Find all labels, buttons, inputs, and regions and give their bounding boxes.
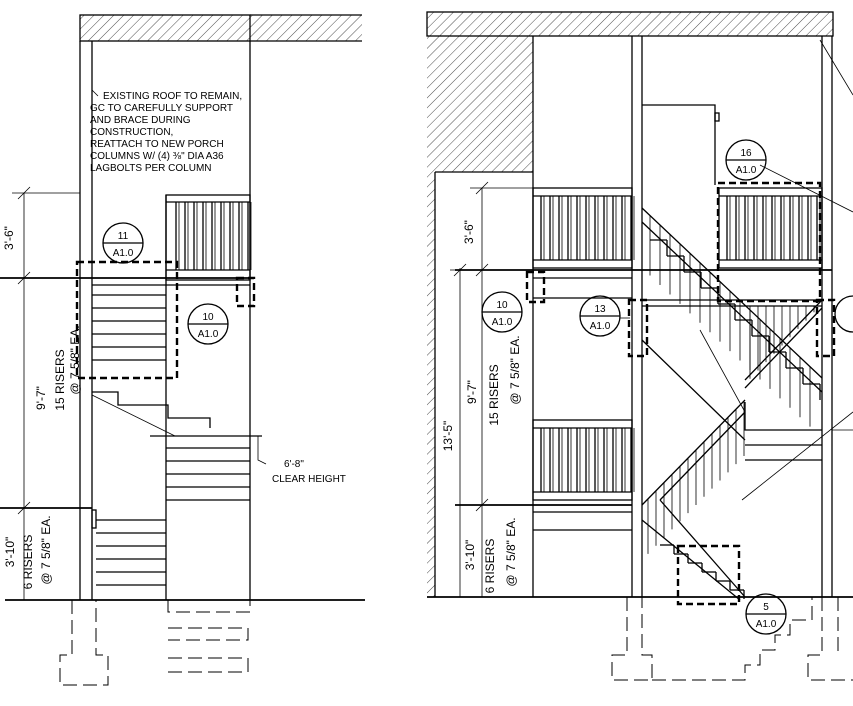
roof-note-line: COLUMNS W/ (4) ⅜" DIA A36 bbox=[90, 151, 224, 162]
left-dim-bottom: 3'-10" bbox=[3, 537, 17, 568]
roof-note-line: GC TO CAREFULLY SUPPORT bbox=[90, 103, 233, 114]
detail-tag-sheet: A1.0 bbox=[198, 329, 219, 340]
right-roof-hatch bbox=[426, 11, 834, 37]
detail-tag-13[interactable]: 13 A1.0 bbox=[579, 295, 630, 337]
right-upper-railing bbox=[532, 187, 823, 269]
left-dim-bottom-spacing: @ 7 5/8" EA. bbox=[39, 515, 53, 584]
right-stair-flights bbox=[641, 207, 823, 601]
roof-note-line: REATTACH TO NEW PORCH bbox=[90, 139, 224, 150]
detail-tag-number: 10 bbox=[496, 300, 508, 311]
detail-tag-number: 16 bbox=[740, 148, 752, 159]
detail-tag-number: 5 bbox=[763, 602, 769, 613]
right-detail-box-16 bbox=[716, 181, 822, 303]
detail-tag-10-right[interactable]: 10 A1.0 bbox=[481, 291, 523, 333]
clear-height-value: 6'-8" bbox=[284, 459, 304, 470]
right-detail-box-edge bbox=[815, 298, 836, 358]
detail-tag-number: 11 bbox=[118, 231, 129, 242]
right-detail-box-5 bbox=[676, 544, 741, 606]
detail-tag-sheet: A1.0 bbox=[492, 317, 513, 328]
right-detail-box-13 bbox=[627, 298, 649, 358]
detail-tag-sheet: A1.0 bbox=[736, 165, 757, 176]
right-dim-overall: 13'-5" bbox=[441, 421, 455, 452]
right-dim-bottom: 3'-10" bbox=[463, 540, 477, 571]
roof-note-line: AND BRACE DURING bbox=[90, 115, 191, 126]
left-dim-middle-risers: 15 RISERS bbox=[53, 349, 67, 410]
left-dim-top: 3'-6" bbox=[2, 226, 16, 250]
left-dim-bottom-risers: 6 RISERS bbox=[21, 535, 35, 590]
detail-tag-5[interactable]: 5 A1.0 bbox=[745, 593, 787, 635]
left-dim-middle-spacing: @ 7 5/8" EA. bbox=[68, 325, 82, 394]
right-dim-bottom-spacing: @ 7 5/8" EA. bbox=[504, 517, 518, 586]
right-dim-middle-spacing: @ 7 5/8" EA. bbox=[508, 335, 522, 404]
detail-tag-number: 10 bbox=[202, 312, 214, 323]
left-foundations bbox=[59, 600, 251, 686]
right-dim-middle-risers: 15 RISERS bbox=[487, 364, 501, 425]
right-dim-top: 3'-6" bbox=[462, 220, 476, 244]
detail-tag-sheet: A1.0 bbox=[756, 619, 777, 630]
left-detail-box-10 bbox=[235, 276, 256, 308]
roof-note-line: EXISTING ROOF TO REMAIN, bbox=[103, 91, 242, 102]
left-upper-railing bbox=[165, 194, 252, 281]
clear-height-label: CLEAR HEIGHT bbox=[272, 474, 346, 485]
left-dim-middle: 9'-7" bbox=[34, 386, 48, 410]
left-dimension-string bbox=[12, 186, 80, 600]
right-foundations bbox=[611, 597, 853, 681]
roof-note-line: CONSTRUCTION, bbox=[90, 127, 173, 138]
right-dim-middle: 9'-7" bbox=[465, 380, 479, 404]
clear-height-note: 6'-8" CLEAR HEIGHT bbox=[272, 459, 346, 485]
right-dim-bottom-risers: 6 RISERS bbox=[483, 539, 497, 594]
right-detail-box-10 bbox=[525, 270, 546, 304]
left-upper-treads bbox=[92, 294, 166, 361]
detail-tag-16[interactable]: 16 A1.0 bbox=[725, 139, 767, 181]
right-lower-railing bbox=[532, 419, 635, 501]
detail-tag-number: 13 bbox=[594, 304, 606, 315]
roof-note-line: LAGBOLTS PER COLUMN bbox=[90, 163, 212, 174]
left-elevation bbox=[0, 14, 365, 686]
detail-tag-sheet: A1.0 bbox=[113, 248, 134, 259]
right-dimension-string bbox=[450, 181, 533, 597]
detail-tag-sheet: A1.0 bbox=[590, 321, 611, 332]
right-elevation bbox=[426, 11, 853, 681]
detail-tag-10[interactable]: 10 A1.0 bbox=[187, 303, 229, 345]
partial-detail-tag bbox=[834, 295, 853, 333]
right-wall-hatch-lower bbox=[427, 172, 435, 597]
roof-hatch-extension bbox=[250, 15, 362, 41]
detail-tag-11[interactable]: 11 A1.0 bbox=[102, 222, 144, 264]
roof-hatch bbox=[79, 14, 251, 42]
roof-note: EXISTING ROOF TO REMAIN, GC TO CAREFULLY… bbox=[90, 91, 242, 174]
right-wall-hatch-upper bbox=[427, 36, 533, 172]
left-lower-treads bbox=[96, 447, 250, 586]
